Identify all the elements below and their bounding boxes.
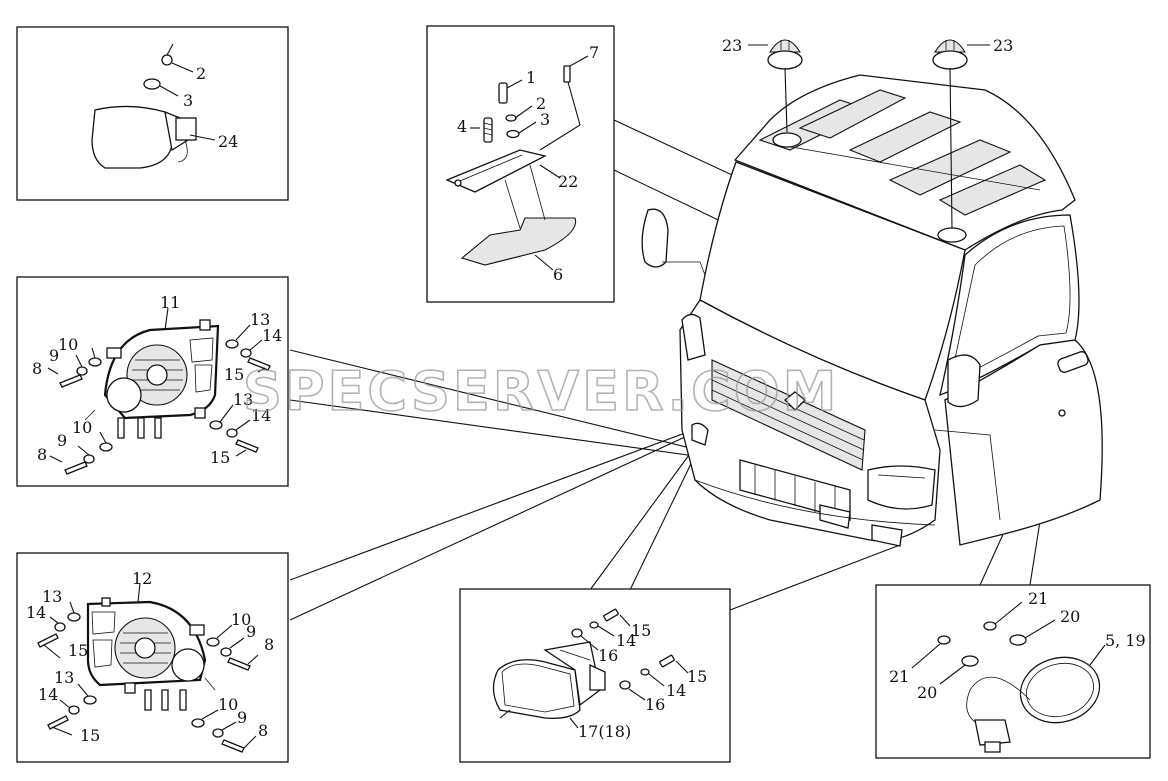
callout-15: 15 — [631, 621, 651, 640]
detail-box-right-headlamp — [16, 552, 289, 763]
detail-box-side-marker — [16, 26, 289, 201]
callout-15: 15 — [687, 667, 707, 686]
callout-17-18: 17(18) — [578, 722, 631, 741]
callout-7: 7 — [589, 43, 599, 62]
callout-2: 2 — [536, 94, 546, 113]
callout-10: 10 — [58, 335, 78, 354]
detail-box-side-turn-lamp — [875, 584, 1151, 759]
callout-22: 22 — [558, 172, 578, 191]
callout-23: 23 — [722, 36, 742, 55]
watermark-text: SPECSERVER.COM — [243, 360, 839, 423]
callout-15: 15 — [224, 365, 244, 384]
callout-9: 9 — [246, 622, 256, 641]
callout-labels: 2 3 24 1 2 3 4 7 22 6 23 23 11 10 9 8 13… — [26, 36, 1146, 745]
callout-14: 14 — [251, 406, 271, 425]
callout-13: 13 — [42, 587, 62, 606]
callout-2: 2 — [196, 64, 206, 83]
callout-9: 9 — [49, 346, 59, 365]
callout-3: 3 — [183, 91, 193, 110]
callout-14: 14 — [26, 603, 46, 622]
callout-8: 8 — [264, 635, 274, 654]
truck-cab — [641, 74, 1103, 547]
callout-24: 24 — [218, 132, 238, 151]
callout-8: 8 — [37, 445, 47, 464]
callout-23: 23 — [993, 36, 1013, 55]
callout-5-19: 5, 19 — [1105, 631, 1146, 650]
callout-14: 14 — [616, 631, 636, 650]
callout-16: 16 — [598, 646, 618, 665]
callout-10: 10 — [72, 418, 92, 437]
callout-3: 3 — [540, 110, 550, 129]
callout-1: 1 — [526, 68, 536, 87]
roof-lamp-right — [932, 39, 990, 229]
callout-20: 20 — [1060, 607, 1080, 626]
callout-12: 12 — [132, 569, 152, 588]
callout-16: 16 — [645, 695, 665, 714]
detail-box-interior-lamp — [426, 25, 615, 303]
callout-14: 14 — [262, 326, 282, 345]
callout-14: 14 — [38, 685, 58, 704]
callout-10: 10 — [231, 610, 251, 629]
callout-15: 15 — [210, 448, 230, 467]
callout-9: 9 — [237, 708, 247, 727]
detail-box-fog-lamp — [459, 588, 731, 763]
callout-8: 8 — [32, 359, 42, 378]
detail-box-left-headlamp — [16, 276, 289, 487]
callout-13: 13 — [233, 390, 253, 409]
callout-13: 13 — [250, 310, 270, 329]
callout-13: 13 — [54, 668, 74, 687]
callout-15: 15 — [68, 641, 88, 660]
callout-11: 11 — [160, 293, 180, 312]
callout-14: 14 — [666, 681, 686, 700]
callout-21: 21 — [889, 667, 909, 686]
callout-20: 20 — [917, 683, 937, 702]
callout-8: 8 — [258, 721, 268, 740]
callout-10: 10 — [218, 695, 238, 714]
callout-15: 15 — [80, 726, 100, 745]
callout-4: 4 — [457, 117, 467, 136]
callout-21: 21 — [1028, 589, 1048, 608]
callout-9: 9 — [57, 431, 67, 450]
roof-lamp-left — [748, 39, 803, 133]
callout-6: 6 — [553, 265, 563, 284]
